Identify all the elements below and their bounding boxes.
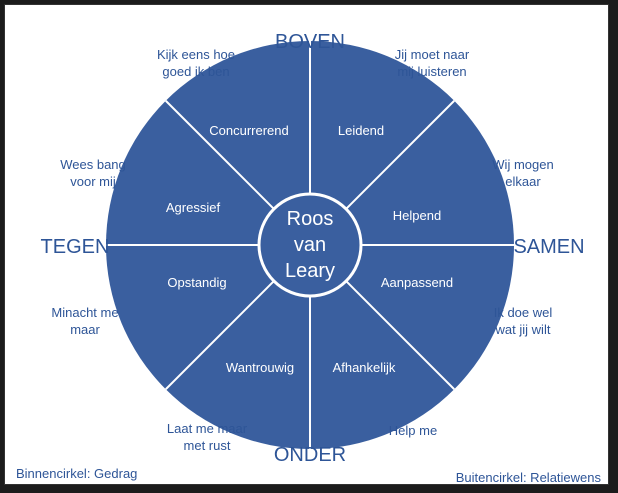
center-text-line-3: Leary [285, 260, 335, 282]
footer-inner-circle-legend: Binnencirkel: Gedrag [16, 466, 137, 481]
outer-label-1-line-1: Jij moet naar [395, 47, 470, 62]
outer-label-2-line-1: Wij mogen [492, 157, 553, 172]
center-text-line-1: Roos [287, 208, 334, 230]
outer-label-7-line-2: voor mij [70, 174, 116, 189]
outer-label-3-line-2: wat jij wilt [495, 322, 551, 337]
axis-label-left: TEGEN [41, 236, 110, 258]
outer-label-5-line-2: met rust [184, 438, 231, 453]
axis-label-right: SAMEN [513, 236, 584, 258]
segment-label-helpend: Helpend [393, 208, 441, 223]
outer-label-7-line-1: Wees bang [60, 157, 126, 172]
segment-divider [344, 279, 455, 390]
outer-label-3-line-1: Ik doe wel [494, 305, 553, 320]
outer-label-6-line-2: maar [70, 322, 100, 337]
outer-label-2-line-2: elkaar [505, 174, 541, 189]
footer-outer-circle-legend: Buitencirkel: Relatiewens [456, 470, 602, 485]
outer-label-8-line-2: goed ik ben [162, 64, 229, 79]
segment-label-afhankelijk: Afhankelijk [333, 360, 396, 375]
segment-divider [165, 279, 276, 390]
outer-label-4-line-1: Help me [389, 423, 437, 438]
leary-rose-diagram: Roos van Leary Leidend Helpend Aanpassen… [16, 31, 602, 485]
outer-label-1-line-2: mij luisteren [397, 64, 466, 79]
segment-label-aanpassend: Aanpassend [381, 275, 453, 290]
segment-label-wantrouwig: Wantrouwig [226, 360, 294, 375]
axis-label-bottom: ONDER [274, 444, 346, 466]
segment-divider [344, 100, 455, 211]
outer-label-5-line-1: Laat me maar [167, 421, 248, 436]
outer-label-8-line-1: Kijk eens hoe [157, 47, 235, 62]
segment-label-agressief: Agressief [166, 200, 221, 215]
axis-label-top: BOVEN [275, 31, 345, 53]
diagram-frame: Roos van Leary Leidend Helpend Aanpassen… [4, 4, 609, 485]
outer-label-6-line-1: Minacht me [51, 305, 118, 320]
center-circle [257, 192, 363, 298]
segment-label-leidend: Leidend [338, 123, 384, 138]
center-text-line-2: van [294, 234, 326, 256]
segment-divider [165, 100, 276, 211]
segment-label-opstandig: Opstandig [167, 275, 226, 290]
segment-label-concurrerend: Concurrerend [209, 123, 289, 138]
segment-dividers [106, 41, 514, 449]
